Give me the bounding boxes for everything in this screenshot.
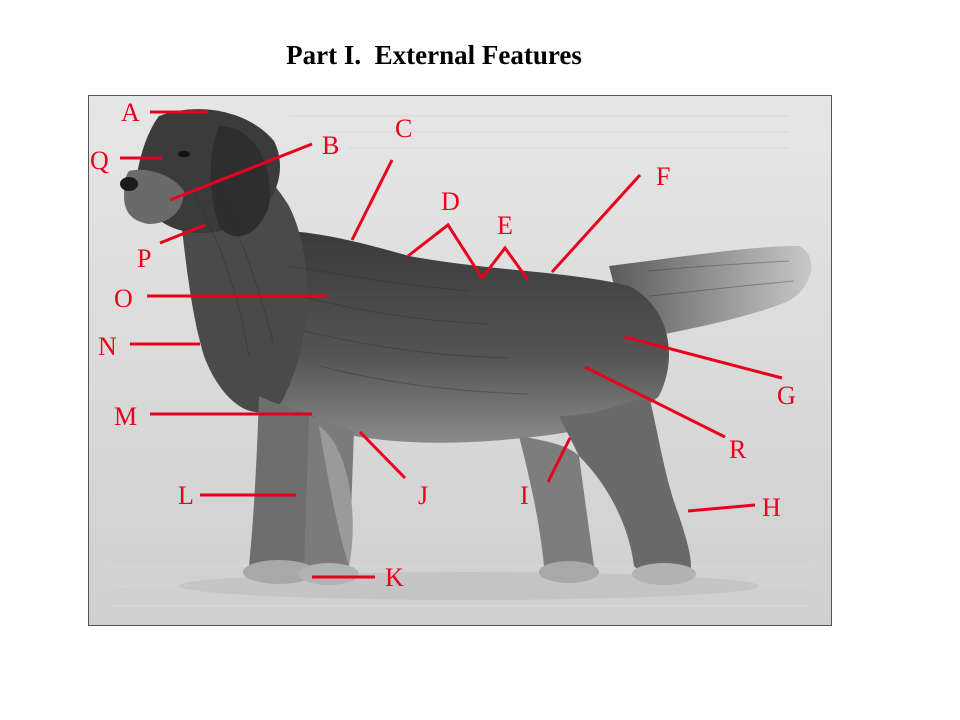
label-e: E — [497, 211, 513, 240]
label-k: K — [385, 563, 404, 592]
label-n: N — [98, 332, 117, 361]
label-p: P — [137, 244, 152, 273]
dog-illustration — [89, 96, 831, 625]
label-b: B — [322, 131, 340, 160]
label-q: Q — [90, 146, 109, 175]
dog-photo — [88, 95, 832, 626]
label-o: O — [114, 284, 133, 313]
label-r: R — [729, 435, 747, 464]
label-d: D — [441, 187, 460, 216]
slide-title: Part I. External Features — [286, 40, 582, 70]
label-m: M — [114, 402, 138, 431]
label-l: L — [178, 481, 194, 510]
label-g: G — [777, 381, 796, 410]
label-j: J — [418, 481, 429, 510]
label-f: F — [656, 162, 671, 191]
label-i: I — [520, 481, 529, 510]
label-c: C — [395, 114, 413, 143]
label-h: H — [762, 493, 781, 522]
label-a: A — [121, 98, 140, 127]
